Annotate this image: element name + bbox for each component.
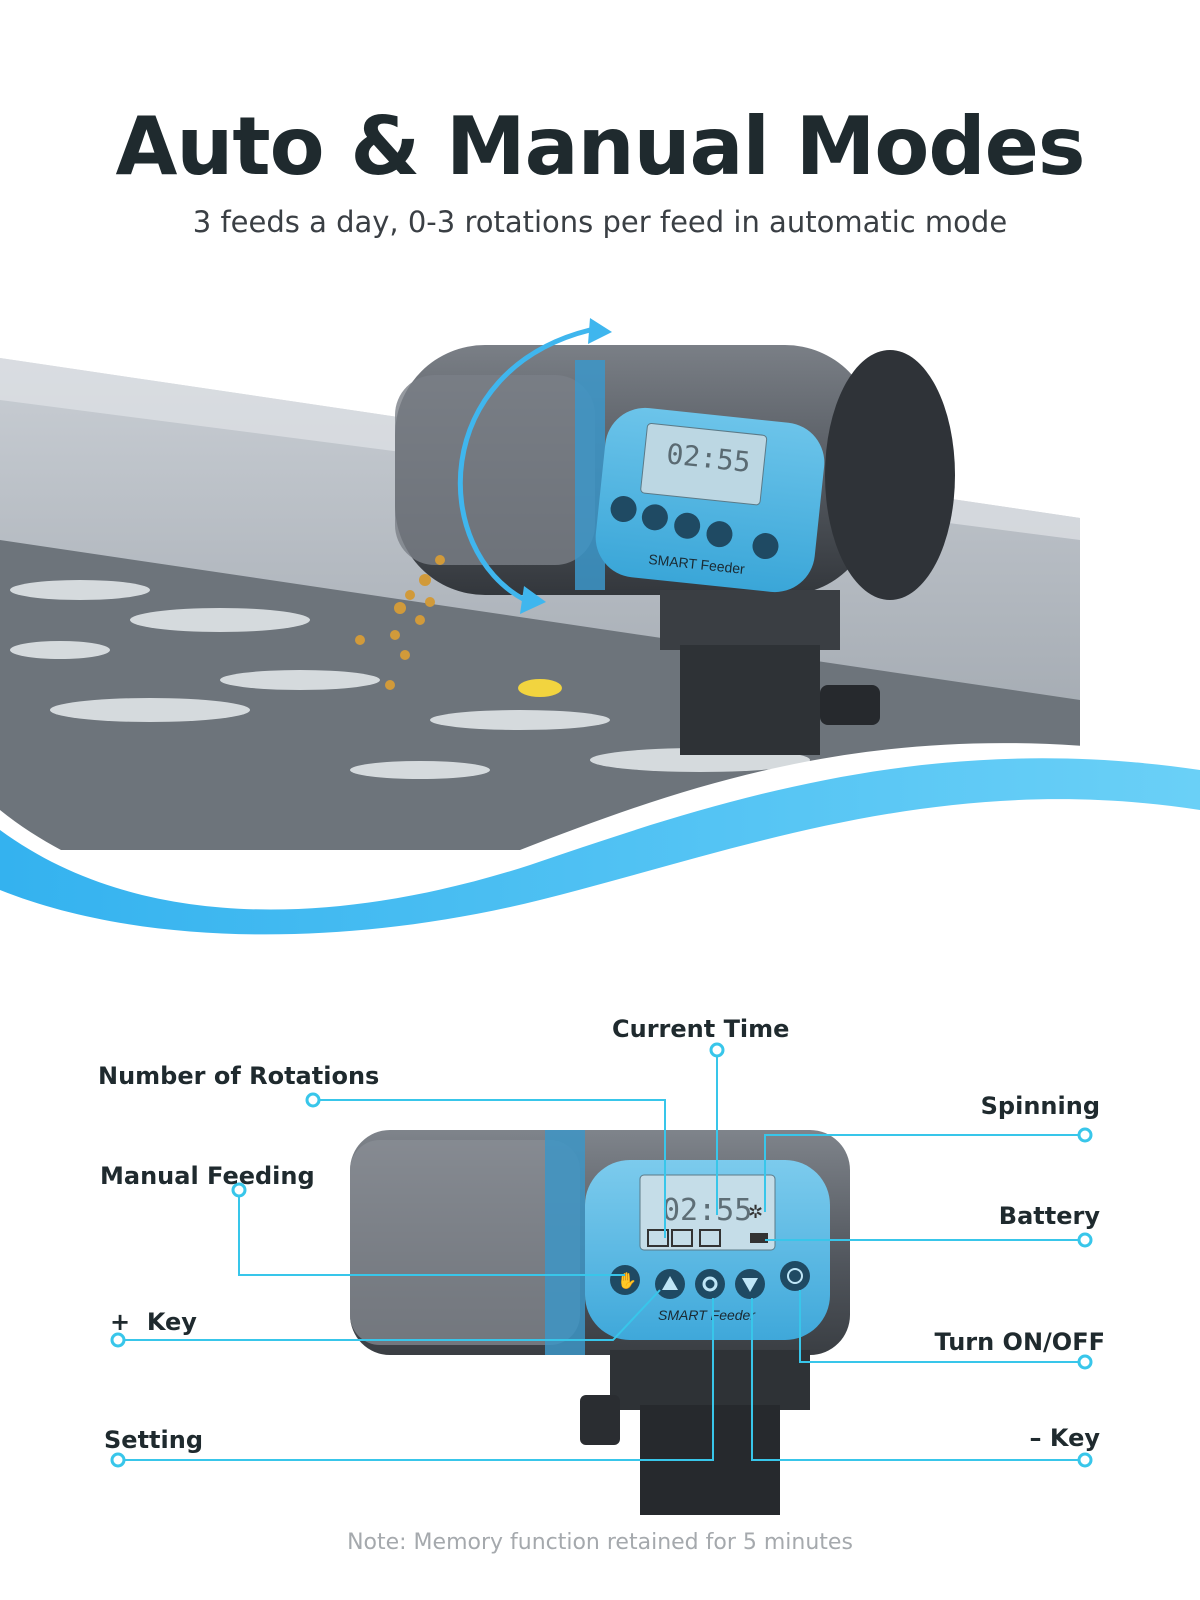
label-plus-key: + Key bbox=[110, 1308, 197, 1336]
rotation-arrow-icon bbox=[457, 327, 591, 603]
label-minus-key: – Key bbox=[1029, 1424, 1100, 1452]
label-spinning: Spinning bbox=[980, 1092, 1100, 1120]
gear-icon[interactable] bbox=[695, 1269, 725, 1299]
battery-icon bbox=[750, 1233, 768, 1243]
memory-note: Note: Memory function retained for 5 min… bbox=[347, 1530, 853, 1555]
aquarium-scene: 02:55 SMART Feeder bbox=[0, 318, 1200, 980]
label-turn-on-off: Turn ON/OFF bbox=[934, 1328, 1105, 1356]
page-subtitle: 3 feeds a day, 0-3 rotations per feed in… bbox=[192, 205, 1008, 239]
lcd-time: 02:55 bbox=[662, 1193, 752, 1228]
page-title: Auto & Manual Modes bbox=[115, 100, 1085, 193]
feeder-diagram: 02:55 ✲ ✋ SMART Feeder bbox=[110, 1042, 1093, 1515]
label-manual-feeding: Manual Feeding bbox=[100, 1162, 315, 1190]
fan-icon: ✲ bbox=[748, 1202, 763, 1222]
label-current-time: Current Time bbox=[612, 1015, 790, 1043]
label-battery: Battery bbox=[998, 1202, 1100, 1230]
power-icon[interactable] bbox=[780, 1261, 810, 1291]
svg-text:✋: ✋ bbox=[617, 1271, 637, 1290]
hand-icon[interactable] bbox=[610, 1265, 640, 1295]
label-setting: Setting bbox=[104, 1426, 203, 1454]
label-number-of-rotations: Number of Rotations bbox=[98, 1062, 380, 1090]
brand-label: SMART Feeder bbox=[658, 1307, 756, 1323]
